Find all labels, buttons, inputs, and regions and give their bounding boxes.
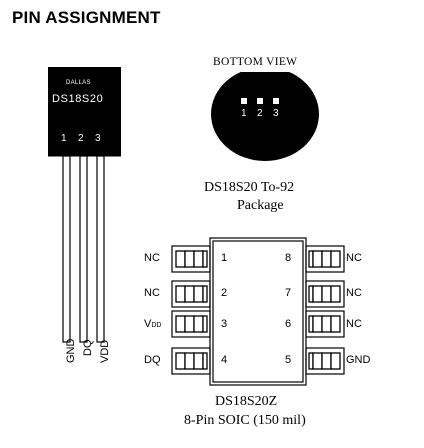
to92-package-title: DS18S20 To-92 (204, 180, 295, 195)
soic-pin-number-6: 6 (285, 318, 292, 330)
to92-brand: DALLAS (66, 80, 91, 86)
soic-pin-2-label: NC (144, 287, 160, 299)
soic-package-label: 8-Pin SOIC (150 mil) (184, 413, 306, 428)
soic-left-lead-brackets (171, 245, 211, 375)
soic-body-inner (212, 240, 304, 383)
soic-pin-1-label: NC (144, 252, 160, 264)
to92-body (48, 67, 121, 156)
soic-pin-3-label: VDD (144, 318, 162, 330)
bottom-view-label: BOTTOM VIEW (213, 56, 298, 68)
bottom-pin-number-3: 3 (273, 108, 279, 119)
soic-pin-7-label: NC (346, 287, 362, 299)
to92-part-number: DS18S20 (52, 93, 104, 105)
soic-pin-number-1: 1 (221, 252, 228, 264)
soic-right-leads (308, 250, 341, 370)
soic-pin-number-7: 7 (285, 287, 292, 299)
soic-left-leads (175, 250, 208, 370)
bottom-pin-number-2: 2 (257, 108, 263, 119)
to92-pin-number-1: 1 (61, 133, 67, 144)
soic-pin-number-5: 5 (285, 354, 292, 366)
to92-package-subtitle: Package (237, 198, 284, 213)
bottom-pin-1-pad (241, 98, 247, 104)
soic-pin-number-8: 8 (285, 252, 292, 264)
soic-right-lead-brackets (305, 245, 345, 375)
soic-part-label: DS18S20Z (215, 394, 278, 409)
section-heading: PIN ASSIGNMENT (12, 8, 161, 27)
bottom-pin-2-pad (257, 98, 263, 104)
to92-bottom-outline (211, 114, 319, 161)
soic-pin-8-label: NC (346, 252, 362, 264)
bottom-pin-3-pad (273, 98, 279, 104)
soic-pin-5-label: GND (346, 354, 371, 366)
to92-pin-number-3: 3 (95, 133, 101, 144)
bottom-pin-number-1: 1 (241, 108, 247, 119)
vdd-subscript: DD (151, 322, 162, 329)
soic-pin-number-3: 3 (221, 318, 228, 330)
to92-pin-number-2: 2 (78, 133, 84, 144)
soic-pin-number-4: 4 (221, 354, 228, 366)
soic-pin-4-label: DQ (144, 354, 161, 366)
soic-pin-number-2: 2 (221, 287, 228, 299)
soic-pin-6-label: NC (346, 318, 362, 330)
to92-bottom-view (211, 72, 319, 161)
